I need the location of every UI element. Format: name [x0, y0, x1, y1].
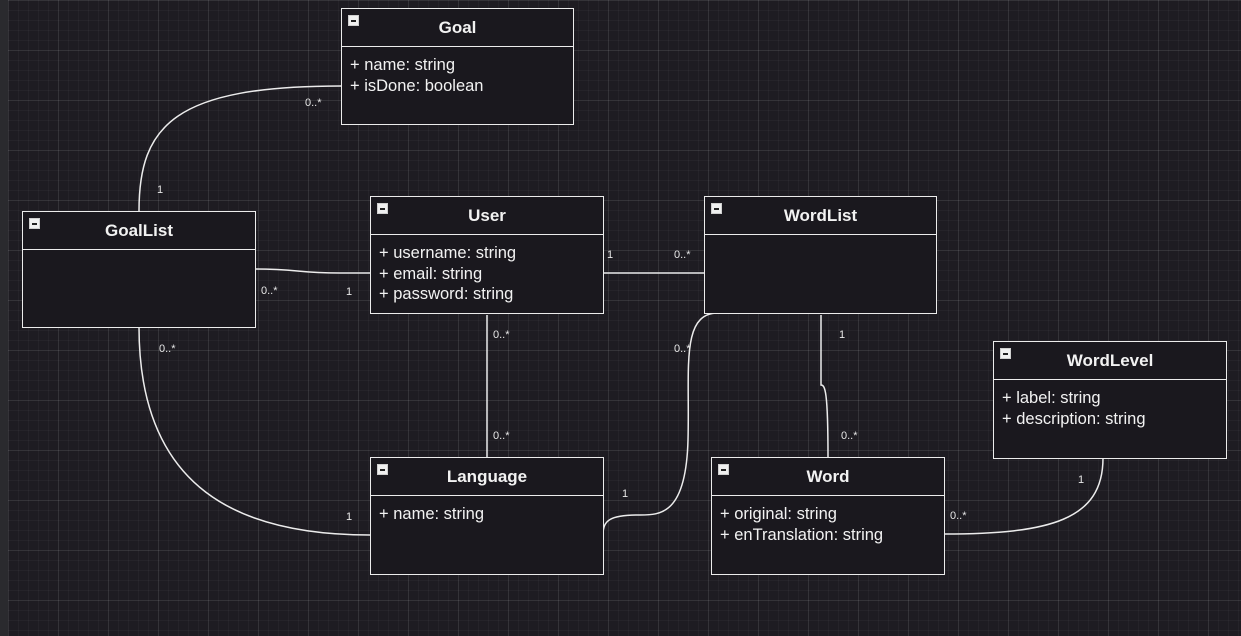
multiplicity-label: 1 — [607, 249, 614, 261]
edge-goallist-language — [138, 326, 371, 536]
multiplicity-label: 0..* — [674, 249, 691, 261]
class-attribute: + email: string — [379, 264, 483, 283]
canvas-left-edge — [0, 0, 8, 636]
class-language[interactable]: Language + name: string — [370, 457, 604, 575]
collapse-icon[interactable] — [711, 203, 722, 214]
class-attribute: + original: string — [720, 505, 837, 523]
class-attribute: + label: string — [1002, 389, 1101, 407]
multiplicity-label: 1 — [1078, 474, 1085, 486]
class-attribute: + isDone: boolean — [350, 76, 484, 95]
class-goal[interactable]: Goal + name: string + isDone: boolean — [341, 8, 574, 125]
multiplicity-label: 0..* — [305, 97, 322, 109]
collapse-icon[interactable] — [377, 464, 388, 475]
multiplicity-label: 0..* — [950, 510, 967, 522]
edge-goallist-user — [254, 268, 370, 274]
multiplicity-label: 1 — [839, 329, 846, 341]
class-name: User — [468, 206, 506, 225]
class-attribute: + enTranslation: string — [720, 525, 884, 544]
class-wordlist[interactable]: WordList — [704, 196, 937, 314]
collapse-icon[interactable] — [718, 464, 729, 475]
edge-goal-goallist — [138, 85, 342, 212]
class-attribute: + password: string — [379, 285, 514, 303]
collapse-icon[interactable] — [29, 218, 40, 229]
multiplicity-label: 0..* — [261, 285, 278, 297]
multiplicity-label: 1 — [346, 511, 353, 523]
collapse-icon[interactable] — [348, 15, 359, 26]
class-name: Goal — [438, 18, 477, 37]
multiplicity-label: 0..* — [841, 430, 858, 442]
class-user[interactable]: User + username: string + email: string … — [370, 196, 604, 314]
collapse-icon[interactable] — [377, 203, 388, 214]
class-name: Word — [806, 467, 850, 486]
multiplicity-label: 0..* — [159, 343, 176, 355]
class-attribute: + description: string — [1002, 409, 1146, 428]
class-goallist[interactable]: GoalList — [22, 211, 256, 328]
multiplicity-label: 1 — [622, 488, 629, 500]
class-attribute: + username: string — [379, 244, 517, 262]
multiplicity-label: 0..* — [674, 343, 691, 355]
collapse-icon[interactable] — [1000, 348, 1011, 359]
class-name: WordLevel — [1066, 351, 1154, 370]
edge-wordlist-word — [820, 315, 829, 459]
class-name: GoalList — [104, 221, 173, 240]
multiplicity-label: 0..* — [493, 329, 510, 341]
class-name: Language — [446, 467, 528, 486]
multiplicity-label: 0..* — [493, 430, 510, 442]
multiplicity-label: 1 — [346, 286, 353, 298]
multiplicity-label: 1 — [157, 184, 164, 196]
class-word[interactable]: Word + original: string + enTranslation:… — [711, 457, 945, 575]
class-name: WordList — [783, 206, 858, 225]
class-wordlevel[interactable]: WordLevel + label: string + description:… — [993, 341, 1227, 459]
class-attribute: + name: string — [379, 505, 485, 523]
edge-wordlist-language — [602, 312, 719, 536]
edge-word-wordlevel — [943, 457, 1104, 535]
class-attribute: + name: string — [350, 56, 456, 74]
